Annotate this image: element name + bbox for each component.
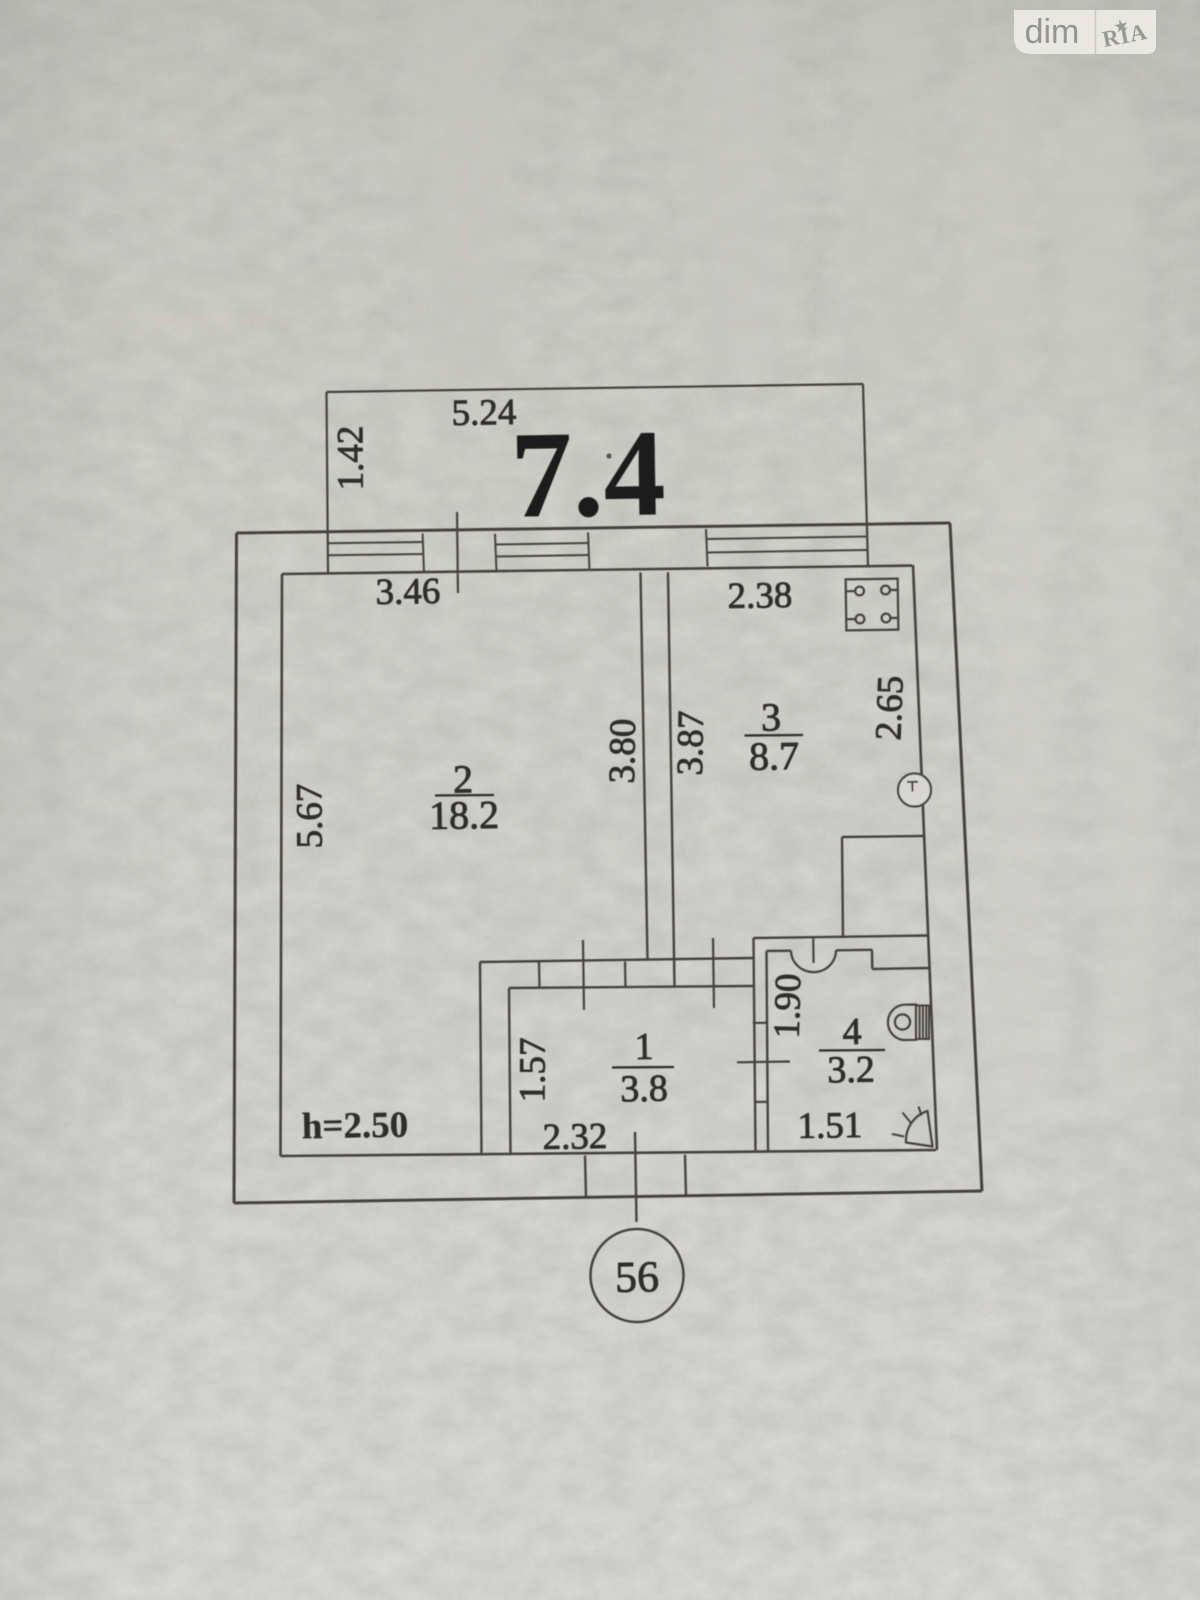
svg-text:1.51: 1.51 [797,1105,862,1147]
svg-text:4: 4 [842,1011,862,1053]
svg-text:1.57: 1.57 [512,1038,553,1103]
svg-text:1: 1 [634,1026,654,1068]
svg-text:3.46: 3.46 [375,571,440,613]
svg-text:3: 3 [761,694,782,739]
svg-text:5.67: 5.67 [289,784,330,849]
svg-text:3.80: 3.80 [602,718,644,783]
svg-text:5.24: 5.24 [451,392,516,434]
svg-text:56: 56 [615,1252,660,1302]
svg-text:3.87: 3.87 [670,710,712,775]
svg-text:7.4: 7.4 [509,404,666,543]
svg-text:2: 2 [453,756,474,801]
svg-text:2.38: 2.38 [727,575,792,617]
svg-text:dim: dim [1025,13,1080,51]
svg-text:8.7: 8.7 [749,733,800,779]
svg-text:h=2.50: h=2.50 [301,1105,408,1148]
svg-text:3.8: 3.8 [620,1068,668,1111]
svg-text:3.2: 3.2 [827,1049,875,1092]
svg-text:2.65: 2.65 [868,675,912,741]
svg-text:18.2: 18.2 [429,792,500,838]
svg-text:2.32: 2.32 [542,1116,607,1158]
svg-text:1.42: 1.42 [330,426,371,491]
svg-text:1.90: 1.90 [767,973,810,1039]
